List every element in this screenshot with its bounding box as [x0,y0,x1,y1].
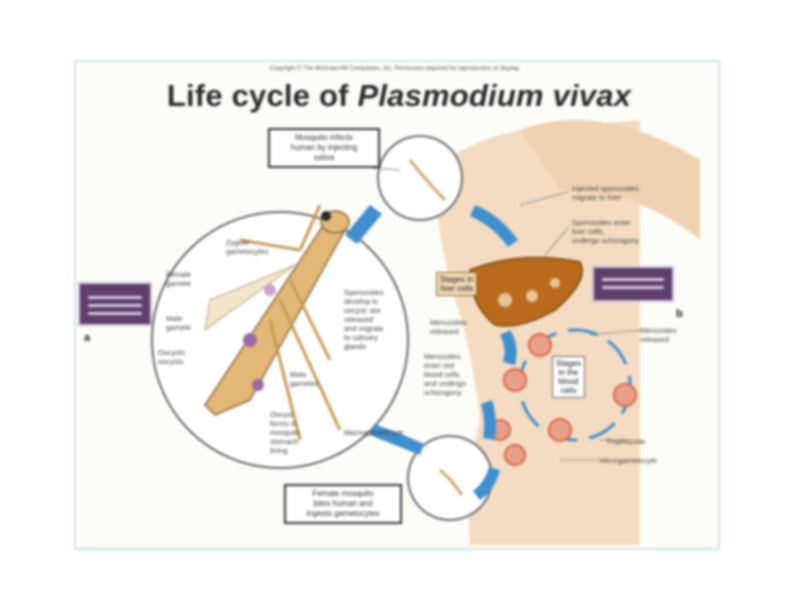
micrograph-right [592,266,674,302]
label-male-gamete: Male gamete [166,314,192,332]
label-stage-blood: Stages in the blood cells [552,356,585,398]
liver-organ [469,256,583,327]
label-microgametocyte: Microgametocyte [600,456,658,465]
mosquito-illustration [204,204,350,441]
blood-cell-cycle [489,328,637,466]
human-body [432,120,640,545]
label-trophozoite: Trophozoite [606,437,646,446]
micrograph-left [78,282,152,326]
label-merozoites-released: Merozoites released [430,318,467,336]
cycle-arrows [345,205,518,500]
figure-title: Life cycle of Plasmodium vivax [166,78,632,113]
label-merozoites-enter: Merozoites enter red blood cells and und… [424,352,467,397]
label-oocyst-gut: Oocyst forms in mosquito stomach lining [270,410,301,455]
box-female-mosquito: Female mosquito bites human and ingests … [284,484,402,524]
marker-a: a [84,332,91,344]
label-injected-sporozoites: Injected sporozoites migrate to liver [572,184,639,202]
label-oocyst-left: Oocysts oocysts [158,348,186,366]
label-stage-liver: Stages in liver cells [436,272,478,296]
label-sporozoites-develop: Sporozoites develop in oocyst; are relea… [344,288,384,351]
box-mosquito-infects: Mosquito infects human by injecting sali… [268,128,380,168]
marker-b: b [676,308,683,320]
label-male-gametes-gut: Male gametes [290,370,319,388]
label-zygote: Zygote gametocytes [226,238,269,256]
label-sporozoites-enter: Sporozoites enter liver cells, undergo s… [572,218,640,245]
label-macrogametocyte: Macrogametocyte [344,428,404,437]
label-female-gamete: Female gamete [166,270,192,288]
label-merozoites-released-right: Merozoites released [640,326,677,344]
human-arm [520,120,700,240]
bite-circle-top [377,135,463,221]
copyright-notice: Copyright © The McGraw-Hill Companies, I… [269,66,521,72]
